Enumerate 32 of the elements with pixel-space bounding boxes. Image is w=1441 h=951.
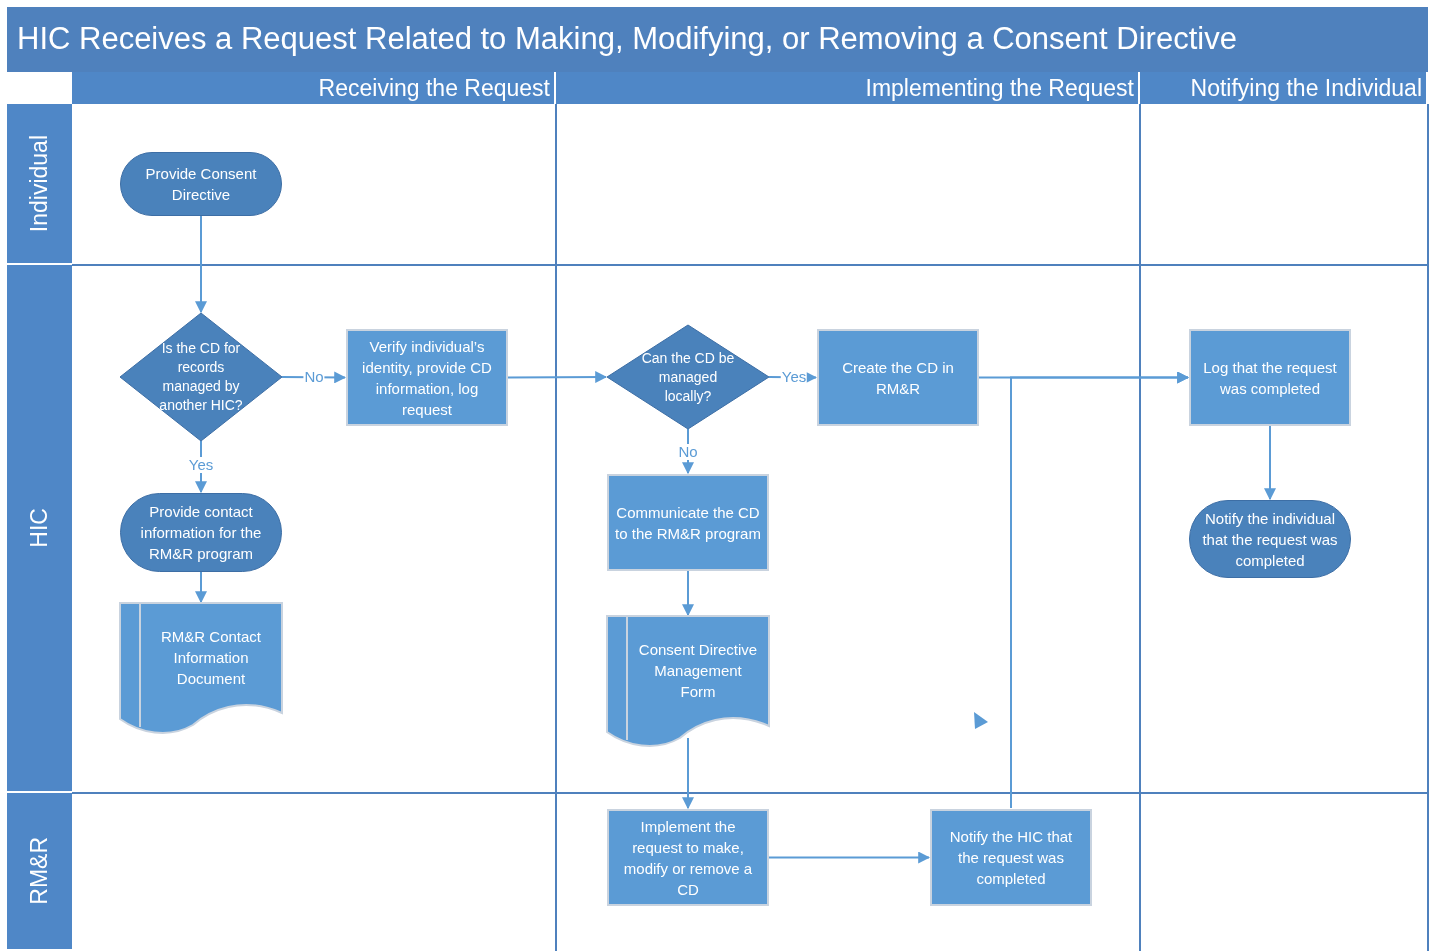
lane-header: RM&R <box>7 793 72 951</box>
document-shape: Consent Directive Management Form <box>607 616 769 746</box>
process-box: Communicate the CD to the RM&R program <box>607 474 769 571</box>
arrow <box>682 570 694 617</box>
edge-label: Yes <box>187 457 215 473</box>
rounded-box: Provide contact information for the RM&R program <box>120 493 282 572</box>
decision-diamond: Is the CD for records managed by another HIC? <box>120 313 282 441</box>
arrow <box>195 215 207 314</box>
decision-diamond: Can the CD be managed locally? <box>607 325 769 429</box>
edge-label: No <box>303 369 325 385</box>
process-box: Notify the HIC that the request was completed <box>930 809 1092 906</box>
arrow <box>195 571 207 604</box>
rounded-box: Notify the individual that the request was completed <box>1189 500 1351 578</box>
lane-header: Individual <box>7 104 72 265</box>
lane-header: Notifying the Individual <box>1140 72 1428 104</box>
arrow <box>768 851 931 864</box>
arrow <box>1010 371 1190 809</box>
title: HIC Receives a Request Related to Making, Modifying, or Removing a Consent Directive <box>7 7 1428 71</box>
arrow <box>1264 425 1276 501</box>
arrow <box>682 737 694 810</box>
arrow <box>507 371 608 384</box>
process-box: Verify individual’s identity, provide CD information, log request <box>346 329 508 426</box>
lane-header: Implementing the Request <box>556 72 1140 104</box>
process-box: Log that the request was completed <box>1189 329 1351 426</box>
rounded-box: Provide Consent Directive <box>120 152 282 216</box>
document-shape: RM&R Contact Information Document <box>120 603 282 733</box>
process-box: Create the CD in RM&R <box>817 329 979 426</box>
lane-header: Receiving the Request <box>72 72 556 104</box>
edge-label: Yes <box>780 369 808 385</box>
process-box: Implement the request to make, modify or remove a CD <box>607 809 769 906</box>
edge-label: No <box>677 444 699 460</box>
lane-header: HIC <box>7 265 72 793</box>
